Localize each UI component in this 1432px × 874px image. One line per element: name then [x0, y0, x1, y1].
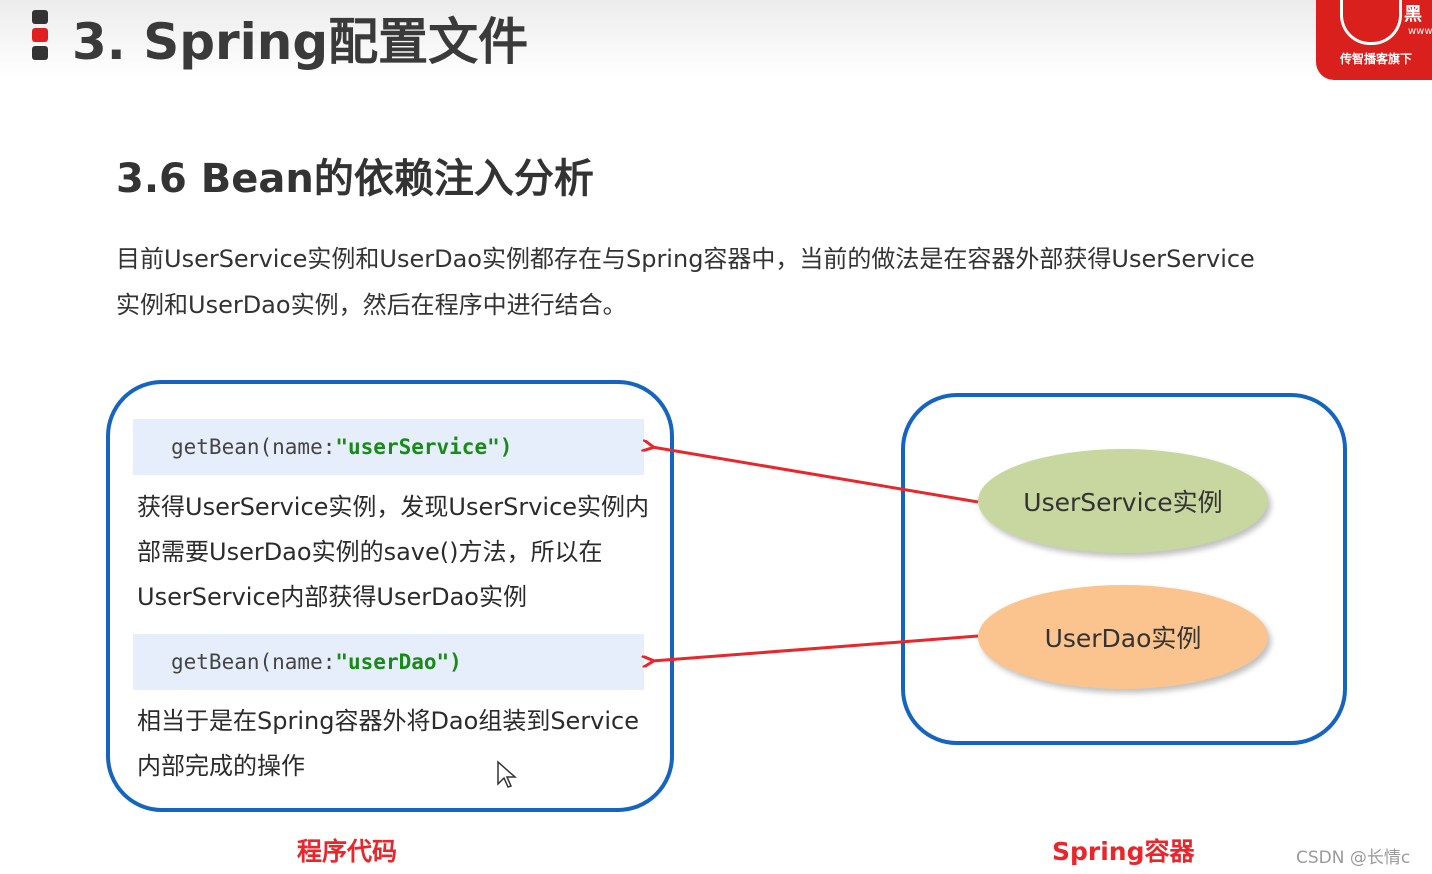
code-text: getBean(name: [171, 650, 336, 674]
note-line: 部需要UserDao实例的save()方法，所以在 [137, 538, 603, 566]
description-line: 实例和UserDao实例，然后在程序中进行结合。 [116, 291, 627, 319]
note-get-service: 获得UserService实例，发现UserSrvice实例内 部需要UserD… [137, 485, 667, 620]
note-line: 内部完成的操作 [137, 752, 305, 780]
spring-container-caption: Spring容器 [1052, 837, 1195, 866]
section-title: 3.6 Bean的依赖注入分析 [116, 156, 594, 202]
user-service-instance: UserService实例 [978, 449, 1268, 553]
arrow-dao-to-code [652, 634, 979, 661]
description: 目前UserService实例和UserDao实例都存在与Spring容器中，当… [116, 236, 1316, 328]
note-assembly: 相当于是在Spring容器外将Dao组装到Service 内部完成的操作 [137, 699, 667, 789]
mouse-cursor-icon [497, 760, 517, 788]
title-marker-icon [32, 10, 48, 64]
program-code-caption: 程序代码 [297, 837, 398, 866]
code-text: getBean(name: [171, 435, 336, 459]
logo-mark-icon [1340, 0, 1402, 45]
logo-text-url: www [1408, 26, 1432, 37]
slide-header [0, 0, 1432, 78]
logo-text-slogan: 传智播客旗下 [1340, 52, 1413, 66]
brand-logo: 黑 www 传智播客旗下 [1316, 0, 1432, 80]
note-line: 相当于是在Spring容器外将Dao组装到Service [137, 707, 640, 735]
code-get-user-service: getBean(name:"userService") [133, 419, 644, 475]
code-string: "userDao") [335, 650, 462, 674]
page-title: 3. Spring配置文件 [72, 13, 529, 71]
user-dao-instance: UserDao实例 [978, 585, 1268, 689]
code-string: "userService") [335, 435, 513, 459]
logo-text-main: 黑 [1404, 4, 1422, 25]
watermark: CSDN @长情c [1296, 848, 1411, 868]
arrow-service-to-code [652, 447, 979, 504]
note-line: UserService内部获得UserDao实例 [137, 583, 527, 611]
code-get-user-dao: getBean(name:"userDao") [133, 634, 644, 690]
note-line: 获得UserService实例，发现UserSrvice实例内 [137, 493, 650, 521]
description-line: 目前UserService实例和UserDao实例都存在与Spring容器中，当… [116, 245, 1255, 273]
